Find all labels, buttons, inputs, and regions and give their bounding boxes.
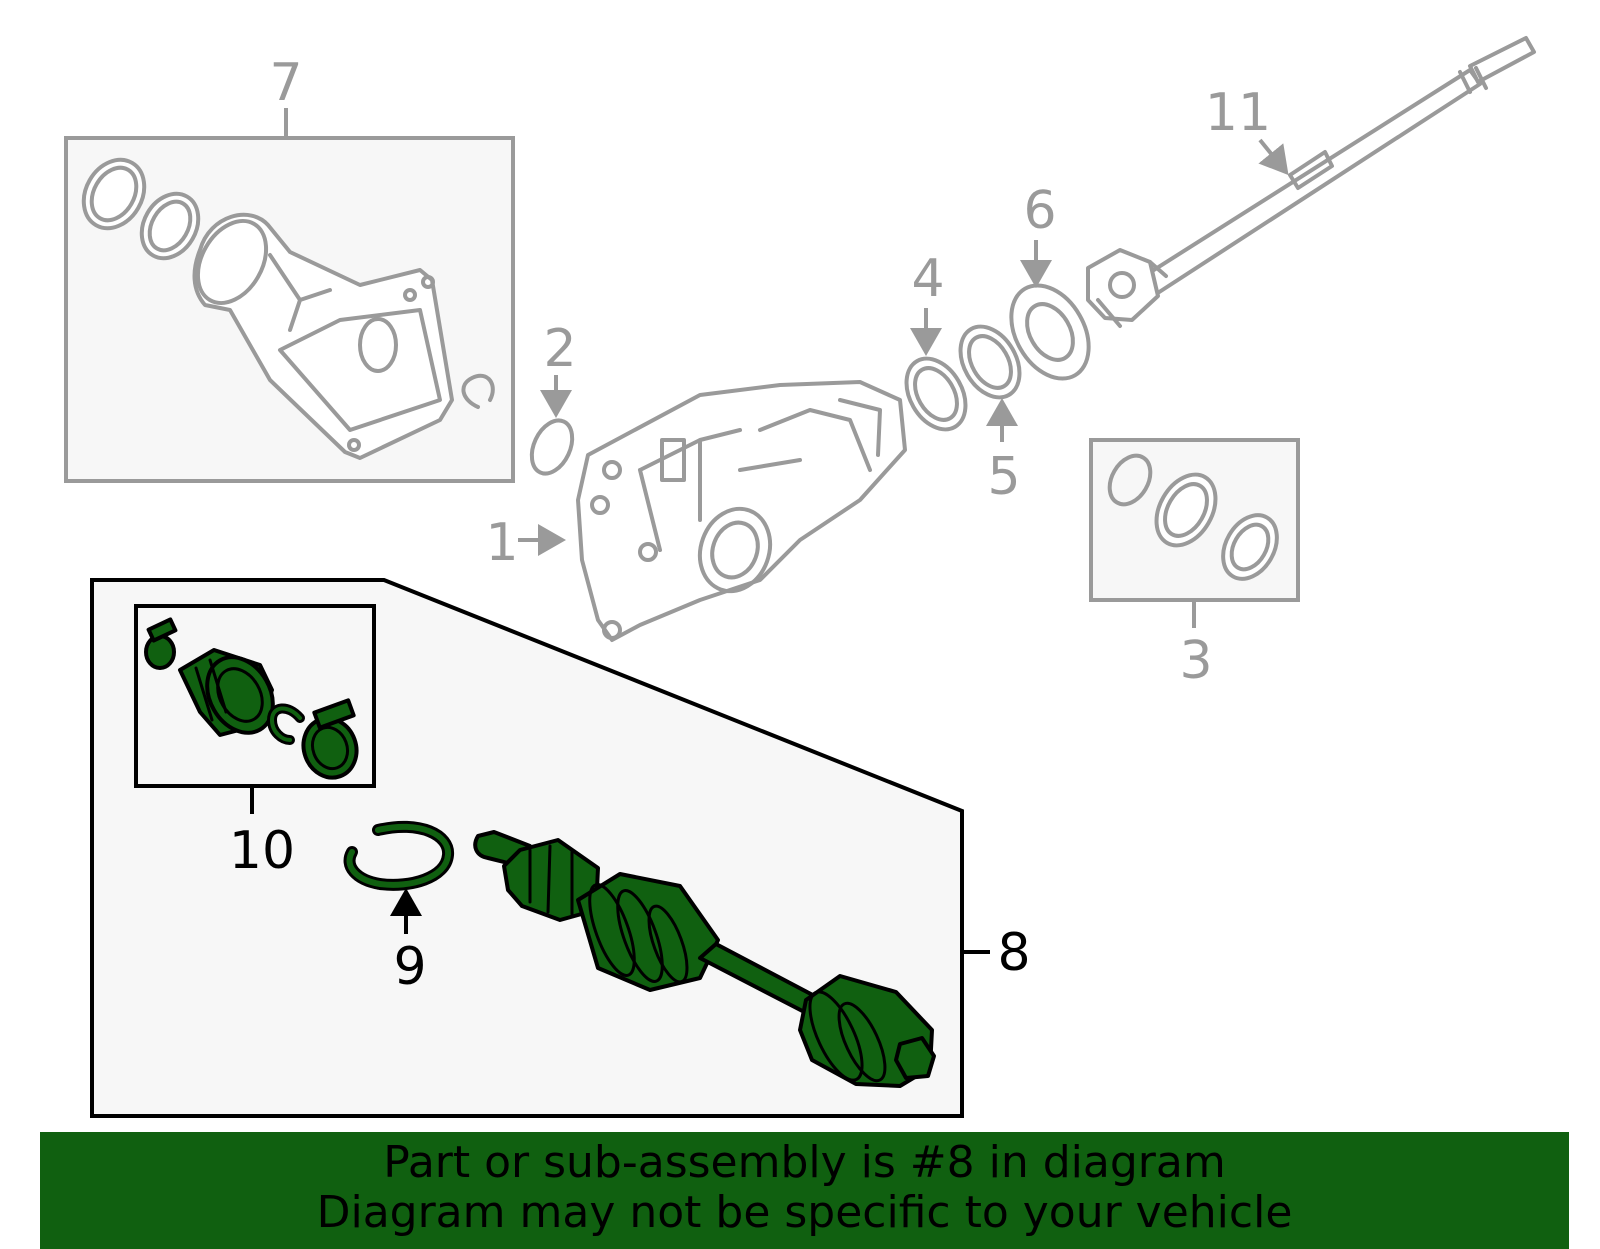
callout-8: 8 <box>997 923 1030 983</box>
o-ring-part-2 <box>529 418 575 476</box>
cv-axle-part-8 <box>473 830 936 1088</box>
callout-2: 2 <box>543 319 576 379</box>
differential-part-1 <box>576 380 907 642</box>
housing-seal-2 <box>139 191 201 261</box>
housing-body <box>192 212 454 460</box>
callout-3: 3 <box>1179 631 1212 691</box>
housing-seal-1 <box>81 157 147 231</box>
housing-kit-group <box>64 108 515 483</box>
seal-kit-group <box>1089 438 1300 628</box>
boot-clamp-small <box>144 617 178 670</box>
callout-7: 7 <box>269 53 302 113</box>
intermediate-shaft-part-11 <box>1086 36 1536 328</box>
boot-kit-group <box>134 604 376 814</box>
seal-part-4 <box>904 356 968 432</box>
callout-9: 9 <box>393 937 426 997</box>
housing-snap-ring <box>461 373 495 409</box>
boot-snap-ring-fill <box>269 706 302 742</box>
callout-10: 10 <box>229 821 295 881</box>
info-banner: Part or sub-assembly is #8 in diagram Di… <box>40 1132 1569 1249</box>
cv-boot <box>178 648 275 737</box>
callout-5: 5 <box>987 447 1020 507</box>
deflector-part-6 <box>1009 283 1091 381</box>
seal-kit-seal-1 <box>1154 472 1218 548</box>
callout-11: 11 <box>1205 83 1271 143</box>
leader-11 <box>1258 138 1289 176</box>
banner-line-1: Part or sub-assembly is #8 in diagram <box>383 1137 1226 1188</box>
callout-1: 1 <box>485 513 518 573</box>
seal-kit-seal-2 <box>1221 513 1279 581</box>
callout-6: 6 <box>1023 181 1056 241</box>
banner-line-2: Diagram may not be specific to your vehi… <box>316 1187 1293 1238</box>
callout-4: 4 <box>911 249 944 309</box>
axle-inset-group <box>90 578 990 1118</box>
boot-clamp-large <box>301 698 359 780</box>
seal-kit-o-ring <box>1107 453 1153 507</box>
bearing-part-5 <box>958 324 1022 400</box>
circlip-part-9 <box>343 820 454 891</box>
